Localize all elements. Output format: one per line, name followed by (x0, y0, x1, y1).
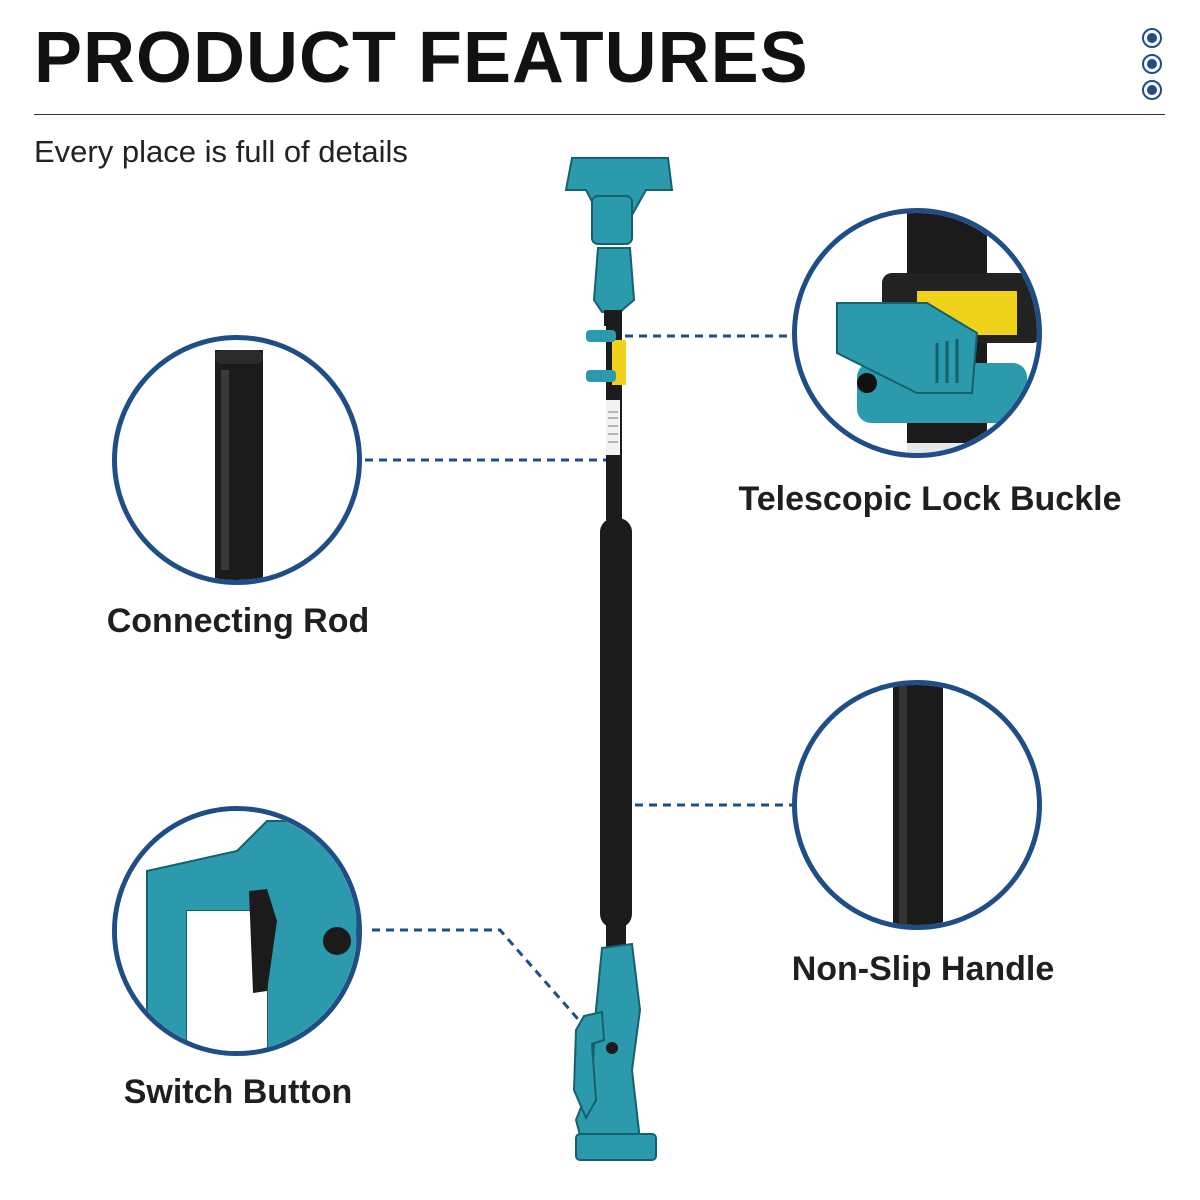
dot-icon (1142, 80, 1162, 100)
connecting-rod-detail-icon (215, 350, 263, 580)
detail-circle-non-slip-handle (792, 680, 1042, 930)
sander-head (564, 157, 674, 326)
detail-circle-connecting-rod (112, 335, 362, 585)
lock-buckle-detail-icon (836, 213, 1037, 453)
detail-circle-switch-button (112, 806, 362, 1056)
non-slip-handle-detail-icon (893, 685, 943, 925)
leader-line-switch (372, 928, 607, 1051)
page-title: PRODUCT FEATURES (34, 18, 809, 98)
label-switch-button: Switch Button (123, 1073, 353, 1111)
header-divider (34, 114, 1165, 115)
page-subtitle: Every place is full of details (34, 134, 408, 169)
dot-icon (1142, 54, 1162, 74)
label-non-slip-handle: Non-Slip Handle (791, 950, 1055, 988)
dot-icon (1142, 28, 1162, 48)
label-telescopic-lock-buckle: Telescopic Lock Buckle (738, 480, 1122, 518)
switch-button-detail-icon (117, 811, 357, 1051)
label-connecting-rod: Connecting Rod (106, 602, 370, 640)
detail-circle-lock-buckle (792, 208, 1042, 458)
